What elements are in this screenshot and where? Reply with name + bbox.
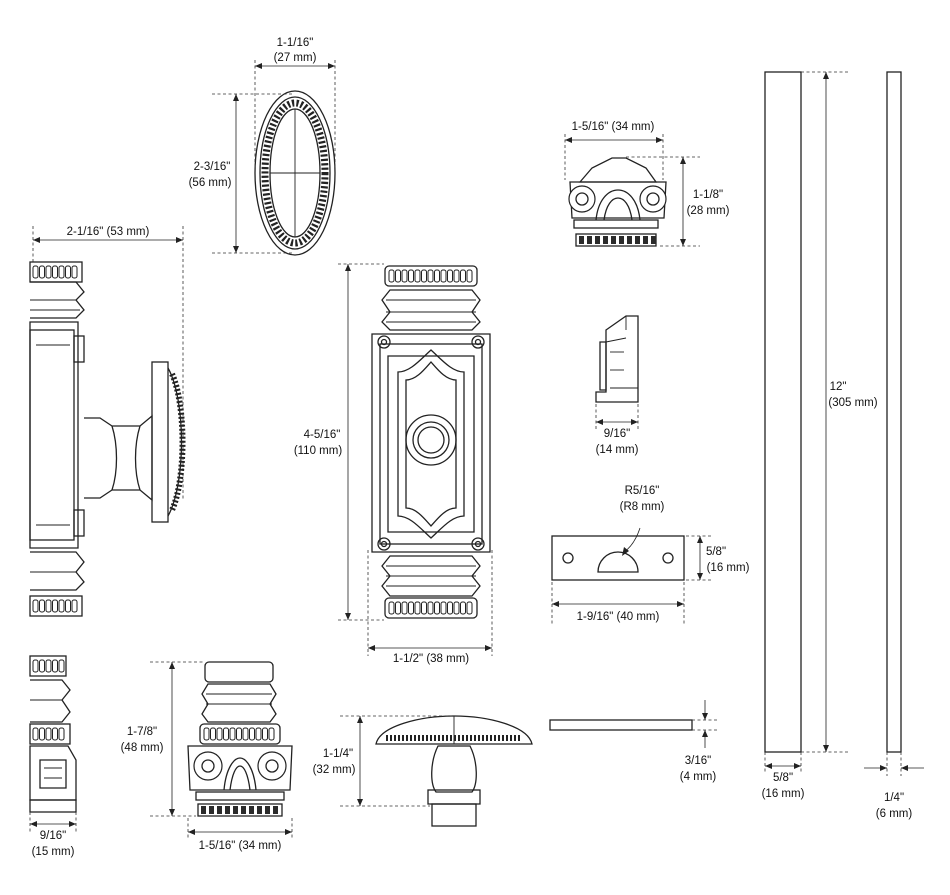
knob-height-metric: (32 mm) (313, 764, 356, 776)
strike-height-metric: (16 mm) (707, 562, 750, 574)
flat-bar-view (549, 700, 718, 748)
side-profile-view (29, 226, 186, 617)
knob-height-imperial: 1-1/4" (323, 748, 353, 760)
plate-height-imperial: 4-5/16" (304, 429, 341, 441)
clip-depth-metric: (14 mm) (596, 444, 639, 456)
bracket-front-view (150, 661, 293, 838)
oval-width-imperial: 1-1/16" (277, 37, 314, 49)
bottom-side-view (29, 655, 77, 834)
rod-length-metric: (305 mm) (828, 397, 877, 409)
side-depth-label: 2-1/16" (53 mm) (67, 226, 150, 238)
strike-plate-view (551, 527, 712, 624)
bracket-height-metric: (48 mm) (121, 742, 164, 754)
oval-escutcheon-view (212, 60, 336, 256)
oval-height-metric: (56 mm) (189, 177, 232, 189)
radius-imperial: R5/16" (625, 485, 660, 497)
thin-rod-width-imperial: 1/4" (884, 792, 904, 804)
strike-height-imperial: 5/8" (706, 546, 726, 558)
bottom-depth-metric: (15 mm) (32, 846, 75, 858)
bracket-height-imperial: 1-7/8" (127, 726, 157, 738)
bar-thickness-imperial: 3/16" (685, 755, 711, 767)
bracket-width-label: 1-5/16" (34 mm) (199, 840, 282, 852)
rod-width-imperial: 5/8" (773, 772, 793, 784)
rods-view (764, 71, 924, 776)
rod-length-imperial: 12" (830, 381, 847, 393)
strike-width-label: 1-9/16" (40 mm) (577, 611, 660, 623)
clip-side-view (595, 315, 639, 430)
top-bracket-width-label: 1-5/16" (34 mm) (572, 121, 655, 133)
bar-thickness-metric: (4 mm) (680, 771, 717, 783)
oval-height-imperial: 2-3/16" (194, 161, 231, 173)
plate-height-metric: (110 mm) (294, 445, 343, 457)
clip-depth-imperial: 9/16" (604, 428, 630, 440)
thin-rod-width-metric: (6 mm) (876, 808, 913, 820)
rod-width-metric: (16 mm) (762, 788, 805, 800)
radius-metric: (R8 mm) (620, 501, 665, 513)
plate-width-label: 1-1/2" (38 mm) (393, 653, 469, 665)
doorbell-plate-front-view (338, 263, 493, 656)
top-bracket-height-metric: (28 mm) (687, 205, 730, 217)
top-bracket-view (564, 134, 700, 247)
top-bracket-height-imperial: 1-1/8" (693, 189, 723, 201)
bottom-depth-imperial: 9/16" (40, 830, 66, 842)
knob-side-view (340, 715, 533, 827)
oval-width-metric: (27 mm) (274, 52, 317, 64)
